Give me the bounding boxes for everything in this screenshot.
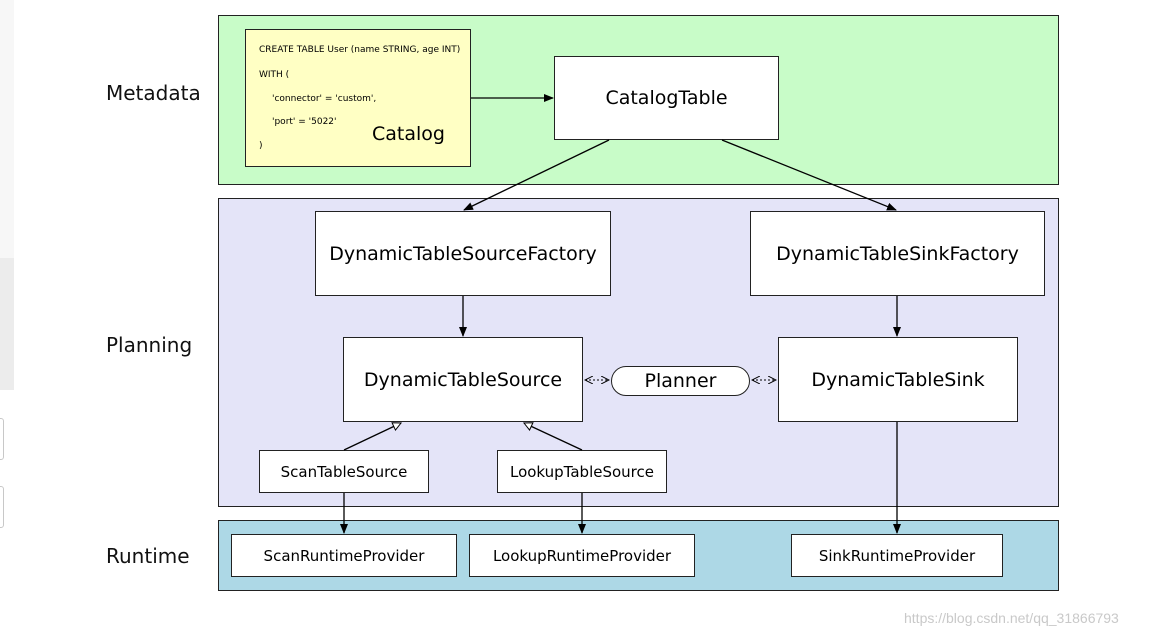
inherit-scan-to-source	[343, 423, 401, 451]
planning-label: Planning	[106, 333, 193, 357]
inherit-lookup-to-source	[524, 423, 583, 451]
catalog-label: Catalog	[372, 123, 445, 145]
arrow-catalog-to-sink-factory	[721, 139, 897, 211]
sink-runtime-provider-node: SinkRuntimeProvider	[791, 534, 1003, 577]
scan-table-source-node: ScanTableSource	[259, 450, 429, 493]
side-panel-lower	[0, 258, 14, 390]
catalog-ddl-note: CREATE TABLE User (name STRING, age INT)…	[245, 29, 471, 167]
planner-node: Planner	[611, 366, 750, 396]
lookup-table-source-node: LookupTableSource	[497, 450, 667, 493]
scan-runtime-provider-node: ScanRuntimeProvider	[231, 534, 457, 577]
runtime-label: Runtime	[106, 544, 190, 568]
metadata-label: Metadata	[106, 81, 201, 105]
sink-factory-node: DynamicTableSinkFactory	[750, 211, 1045, 296]
catalog-table-node: CatalogTable	[554, 56, 779, 140]
side-tab-button[interactable]	[0, 486, 4, 528]
ddl-line: )	[259, 141, 263, 151]
side-tab-button[interactable]	[0, 418, 4, 460]
ddl-line: 'port' = '5022'	[272, 117, 337, 127]
ddl-line: CREATE TABLE User (name STRING, age INT)	[259, 45, 461, 55]
lookup-runtime-provider-node: LookupRuntimeProvider	[469, 534, 695, 577]
arrow-catalog-to-source-factory	[463, 139, 610, 211]
watermark: https://blog.csdn.net/qq_31866793	[904, 610, 1119, 626]
table-source-node: DynamicTableSource	[343, 337, 583, 422]
side-panel	[0, 0, 14, 258]
ddl-line: 'connector' = 'custom',	[272, 94, 377, 104]
source-factory-node: DynamicTableSourceFactory	[315, 211, 611, 296]
ddl-line: WITH (	[259, 70, 290, 80]
table-sink-node: DynamicTableSink	[778, 337, 1018, 422]
